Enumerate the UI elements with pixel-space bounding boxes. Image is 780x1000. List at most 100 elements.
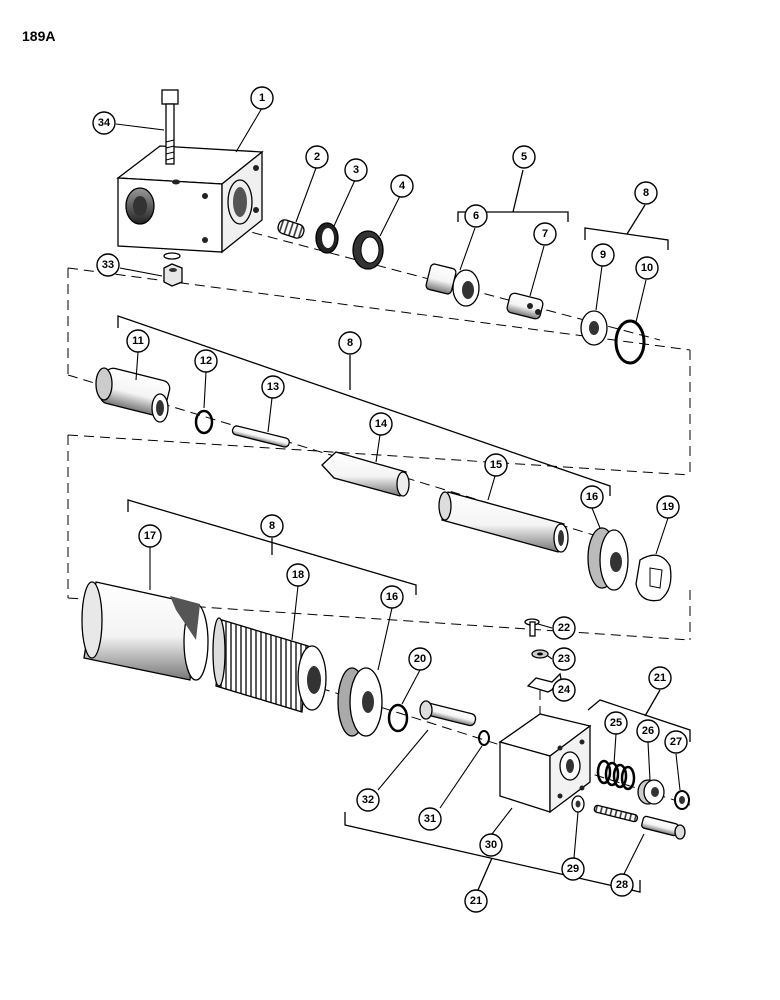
callout-7: 7 [533, 222, 557, 246]
callout-30-label: 30 [485, 839, 497, 851]
nut-part [163, 252, 183, 287]
callout-32-label: 32 [362, 794, 374, 806]
callout-22-label: 22 [558, 622, 570, 634]
poppet-part [506, 292, 544, 320]
callout-11-label: 11 [132, 335, 144, 347]
adjusting-screw-part [212, 617, 327, 713]
spring-cup-part [587, 527, 629, 591]
snap-ring-part [614, 319, 646, 365]
callout-5-label: 5 [521, 151, 527, 163]
callout-24-label: 24 [558, 684, 571, 696]
callout-30: 30 [479, 833, 503, 857]
callout-1: 1 [250, 86, 274, 110]
o-ring-part [194, 409, 214, 435]
callout-14-label: 14 [375, 418, 388, 430]
plunger-part [321, 451, 410, 497]
callout-8-top: 8 [634, 181, 658, 205]
callout-21-upper-label: 21 [654, 672, 666, 684]
callout-26-label: 26 [642, 725, 654, 737]
callout-20: 20 [408, 647, 432, 671]
callout-21-lower-label: 21 [470, 895, 482, 907]
spring-part [277, 219, 305, 239]
callout-8-lower-label: 8 [269, 520, 275, 532]
callout-16-upper: 16 [580, 485, 604, 509]
callout-27-label: 27 [670, 736, 682, 748]
callout-27: 27 [664, 730, 688, 754]
grouping-brackets [117, 169, 691, 893]
bolt-part [161, 89, 179, 165]
callout-25: 25 [604, 711, 628, 735]
spacer-part [637, 779, 665, 805]
callout-28-label: 28 [616, 879, 628, 891]
lock-washer-part [531, 649, 549, 659]
callout-4-label: 4 [399, 180, 406, 192]
callout-9-label: 9 [600, 249, 606, 261]
callout-6: 6 [464, 204, 488, 228]
callout-18: 18 [286, 563, 310, 587]
callout-26: 26 [636, 719, 660, 743]
backup-ring-part [352, 230, 384, 270]
tube-part [438, 491, 569, 553]
adjusting-bolt-part [593, 804, 686, 840]
callout-8-middle: 8 [338, 331, 362, 355]
callout-34: 34 [92, 111, 116, 135]
callout-32: 32 [356, 788, 380, 812]
callout-33-label: 33 [102, 259, 114, 271]
o-ring-lower-part [387, 703, 409, 733]
spring-disc-part [337, 667, 383, 737]
callout-12-label: 12 [200, 355, 212, 367]
callout-31: 31 [418, 807, 442, 831]
callout-16-lower: 16 [380, 585, 404, 609]
callout-16-lower-label: 16 [386, 591, 398, 603]
callout-23: 23 [552, 647, 576, 671]
valve-block-part [498, 713, 592, 814]
callout-22: 22 [552, 616, 576, 640]
callout-8-middle-label: 8 [347, 337, 353, 349]
callout-16-upper-label: 16 [586, 491, 598, 503]
callout-8-top-label: 8 [643, 187, 649, 199]
callout-8-lower: 8 [260, 514, 284, 538]
callout-10-label: 10 [641, 262, 653, 274]
callout-4: 4 [390, 174, 414, 198]
callout-23-label: 23 [558, 653, 570, 665]
callout-13: 13 [261, 375, 285, 399]
relief-spring-part [596, 759, 636, 791]
callout-24: 24 [552, 678, 576, 702]
callout-1-label: 1 [259, 92, 265, 104]
callout-29-label: 29 [567, 863, 579, 875]
washer-part [580, 310, 608, 346]
callout-17: 17 [138, 524, 162, 548]
callout-11: 11 [126, 329, 150, 353]
callout-34-label: 34 [98, 117, 111, 129]
callout-33: 33 [96, 253, 120, 277]
callout-9: 9 [591, 243, 615, 267]
page-code: 189A [22, 28, 56, 44]
callout-19-label: 19 [662, 501, 674, 513]
callout-3: 3 [344, 158, 368, 182]
callout-28: 28 [610, 873, 634, 897]
callout-3-label: 3 [353, 164, 359, 176]
callout-29: 29 [561, 857, 585, 881]
callout-19: 19 [656, 495, 680, 519]
callout-6-label: 6 [473, 210, 479, 222]
callout-10: 10 [635, 256, 659, 280]
piston-part [95, 367, 171, 423]
screw-part [524, 618, 540, 637]
callout-14: 14 [369, 412, 393, 436]
valve-body-part [116, 145, 264, 254]
small-ring-part [478, 730, 490, 746]
callout-17-label: 17 [144, 530, 156, 542]
leader-lines [115, 107, 681, 875]
callout-15: 15 [484, 453, 508, 477]
poppet-seat-part [425, 263, 480, 307]
callout-12: 12 [194, 349, 218, 373]
retaining-ring-part [674, 790, 690, 810]
callout-21-upper: 21 [648, 666, 672, 690]
callout-18-label: 18 [292, 569, 304, 581]
callout-21-lower: 21 [464, 889, 488, 913]
callout-15-label: 15 [490, 459, 502, 471]
stem-part [419, 700, 477, 727]
callout-25-label: 25 [610, 717, 622, 729]
callout-13-label: 13 [267, 381, 279, 393]
